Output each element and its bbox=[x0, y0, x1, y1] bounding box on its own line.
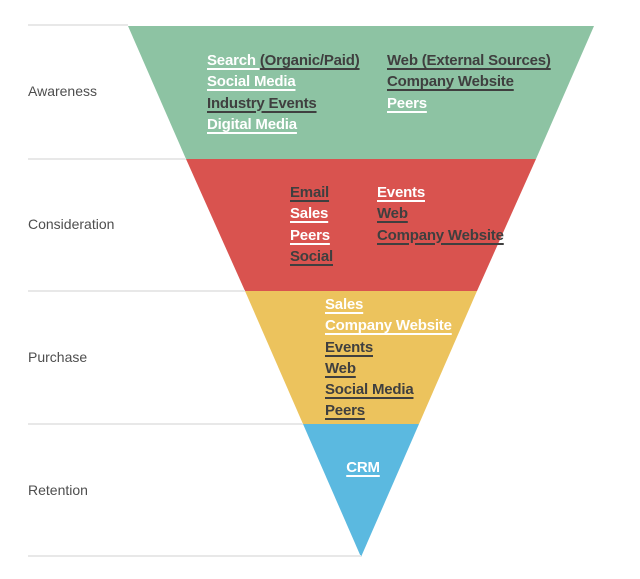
channel-link[interactable]: Web bbox=[377, 205, 408, 223]
stage-label-purchase: Purchase bbox=[28, 349, 88, 365]
channel-line: Events bbox=[325, 337, 452, 358]
channel-line: CRM bbox=[346, 457, 380, 478]
channel-line: Web bbox=[325, 358, 452, 379]
channel-line: Web (External Sources) bbox=[387, 50, 551, 71]
channel-link[interactable]: Search bbox=[207, 52, 260, 69]
channel-line: Social Media bbox=[325, 379, 452, 400]
channel-line: Industry Events bbox=[207, 93, 360, 114]
channel-line: Peers bbox=[387, 93, 551, 114]
channel-link[interactable]: Web bbox=[325, 359, 356, 377]
stage-label-awareness: Awareness bbox=[28, 83, 98, 99]
channel-line: Peers bbox=[290, 225, 333, 246]
channel-link[interactable]: Sales bbox=[290, 205, 329, 223]
funnel-segment-consideration bbox=[186, 159, 536, 291]
channel-link[interactable]: Company Website bbox=[387, 73, 514, 91]
channel-line: Sales bbox=[290, 203, 333, 224]
funnel-segment-retention bbox=[303, 424, 419, 557]
channel-link[interactable]: Social Media bbox=[207, 73, 296, 91]
channel-link[interactable]: Peers bbox=[325, 402, 365, 420]
channel-line: Search (Organic/Paid) bbox=[207, 50, 360, 71]
channel-link[interactable]: Industry Events bbox=[207, 94, 317, 112]
stage-label-consideration: Consideration bbox=[28, 216, 115, 232]
channel-line: Sales bbox=[325, 294, 452, 315]
channel-line: Digital Media bbox=[207, 114, 360, 135]
channel-link[interactable]: Company Website bbox=[377, 226, 504, 244]
channel-link[interactable]: Social Media bbox=[325, 381, 414, 399]
channel-link[interactable]: Social bbox=[290, 247, 333, 265]
stage-label-retention: Retention bbox=[28, 482, 88, 498]
channel-line: Web bbox=[377, 203, 504, 224]
channel-link[interactable]: Events bbox=[377, 184, 425, 201]
channel-line: Email bbox=[290, 182, 333, 203]
channel-link[interactable]: Peers bbox=[387, 94, 427, 112]
retention-channel-column: CRM bbox=[346, 457, 380, 478]
channel-link[interactable]: CRM bbox=[346, 459, 380, 476]
channel-link[interactable]: (Organic/Paid) bbox=[259, 52, 360, 69]
channel-line: Events bbox=[377, 182, 504, 203]
funnel-segment-purchase bbox=[245, 291, 477, 424]
channel-line: Social Media bbox=[207, 71, 360, 92]
channel-line: Company Website bbox=[377, 225, 504, 246]
funnel-segment-awareness bbox=[128, 26, 594, 159]
channel-line: Company Website bbox=[325, 315, 452, 336]
channel-link[interactable]: Peers bbox=[290, 226, 330, 244]
channel-line: Social bbox=[290, 246, 333, 267]
channel-link[interactable]: Company Website bbox=[325, 317, 452, 335]
channel-link[interactable]: Email bbox=[290, 184, 330, 201]
channel-link[interactable]: Digital Media bbox=[207, 115, 297, 133]
channel-line: Peers bbox=[325, 400, 452, 421]
channel-line: Company Website bbox=[387, 71, 551, 92]
channel-link[interactable]: Web (External Sources) bbox=[387, 52, 551, 69]
channel-link[interactable]: Sales bbox=[325, 296, 364, 313]
channel-link[interactable]: Events bbox=[325, 338, 373, 356]
